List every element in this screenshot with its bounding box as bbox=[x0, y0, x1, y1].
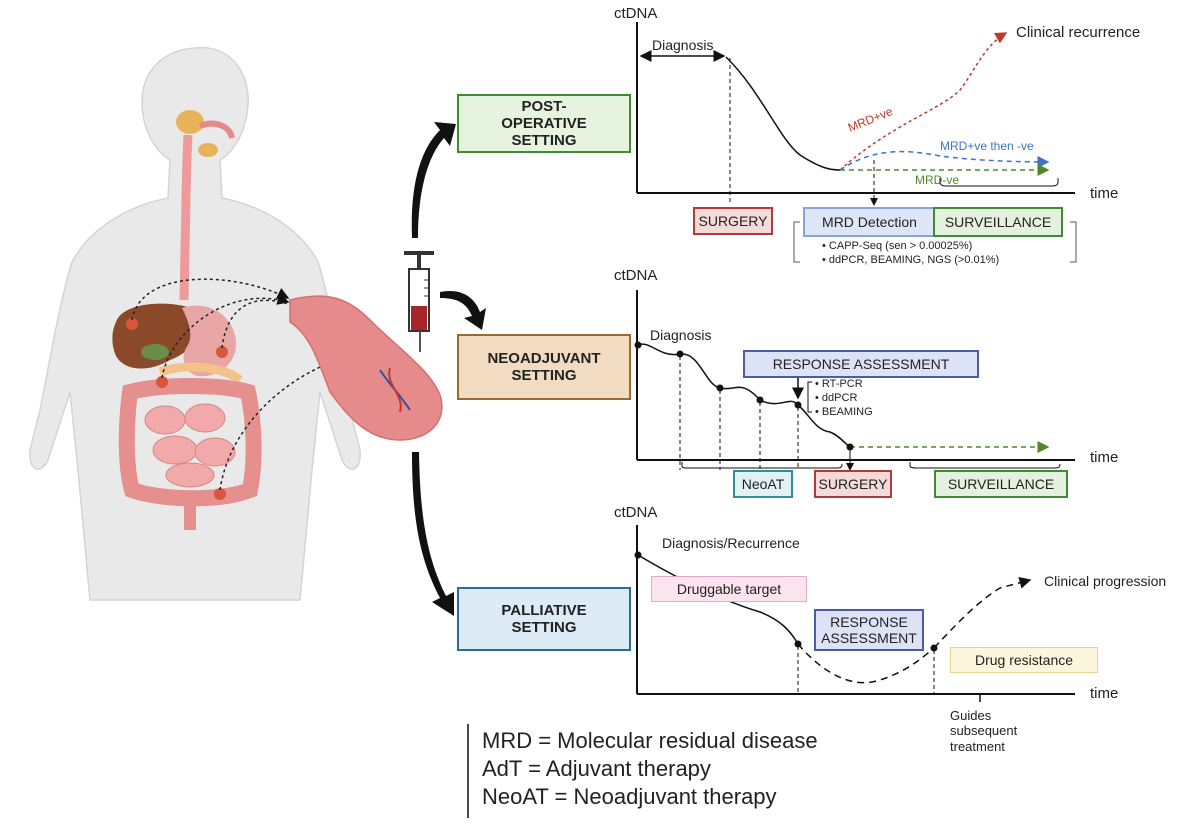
clinical-progression-label: Clinical progression bbox=[1044, 573, 1166, 589]
salivary-gland bbox=[176, 110, 204, 134]
mrd-negative-label: MRD-ve bbox=[915, 173, 959, 187]
method-capp-seq: CAPP-Seq (sen > 0.00025%) bbox=[829, 240, 972, 252]
blood-vessel bbox=[289, 295, 443, 441]
panel3-response-assessment-label: RESPONSE ASSESSMENT bbox=[821, 613, 917, 646]
mrd-positive-label: MRD+ve bbox=[846, 104, 895, 135]
post-operative-setting-box: POST-OPERATIVE SETTING bbox=[457, 94, 631, 153]
neoat-label: NeoAT bbox=[741, 475, 785, 492]
panel2-response-assessment-label: RESPONSE ASSESSMENT bbox=[772, 355, 950, 372]
svg-text:• CAPP-Seq (sen > 0.00025%): • CAPP-Seq (sen > 0.00025%) bbox=[822, 240, 972, 252]
panel3-response-assessment-box: RESPONSE ASSESSMENT bbox=[814, 609, 924, 651]
abbreviation-legend-item-adt: AdT = Adjuvant therapy bbox=[482, 756, 711, 781]
druggable-target-label: Druggable target bbox=[676, 580, 782, 597]
panel1-ctdna-curve bbox=[725, 56, 841, 171]
panel3-ctdna-curve bbox=[637, 554, 799, 645]
stomach bbox=[182, 305, 237, 377]
palliative-setting-label: PALLIATIVE SETTING bbox=[501, 601, 587, 636]
palliative-setting-box: PALLIATIVE SETTING bbox=[457, 587, 631, 651]
panel3-progression-curve bbox=[933, 576, 1032, 649]
panel3-chart: ctDNA time Diagnosis/Recurrence Clinical… bbox=[614, 504, 1166, 702]
svg-text:• ddPCR: • ddPCR bbox=[815, 392, 857, 404]
method-ddpcr-beaming-ngs: ddPCR, BEAMING, NGS (>0.01%) bbox=[829, 254, 999, 266]
panel1-x-label: time bbox=[1090, 185, 1118, 202]
mrd-detection-box: MRD Detection bbox=[803, 207, 936, 237]
drug-resistance-box: Drug resistance bbox=[950, 647, 1098, 673]
panel1-surgery-label: SURGERY bbox=[698, 212, 768, 229]
abbreviation-legend-item-neoat: NeoAT = Neoadjuvant therapy bbox=[482, 784, 777, 809]
abbreviation-legend-item-mrd: MRD = Molecular residual disease bbox=[482, 728, 818, 753]
panel1-chart: ctDNA time Diagnosis MRD+ve MRD+ve then … bbox=[614, 5, 1140, 266]
panel1-surgery-box: SURGERY bbox=[693, 207, 773, 235]
method-ddpcr: ddPCR bbox=[822, 392, 858, 404]
panel3-diagnosis-label: Diagnosis/Recurrence bbox=[662, 535, 800, 551]
panel2-x-label: time bbox=[1090, 449, 1118, 466]
panel1-surveillance-label: SURVEILLANCE bbox=[944, 213, 1052, 230]
human-body-illustration bbox=[29, 46, 380, 601]
mrd-detection-label: MRD Detection bbox=[822, 213, 917, 230]
guides-treatment-label: Guides subsequent treatment bbox=[950, 708, 1018, 754]
method-rt-pcr: RT-PCR bbox=[822, 378, 863, 390]
panel3-x-label: time bbox=[1090, 685, 1118, 702]
neoadjuvant-setting-box: NEOADJUVANT SETTING bbox=[457, 334, 631, 400]
mrd-pos-neg-label: MRD+ve then -ve bbox=[940, 139, 1034, 153]
panel2-chart: ctDNA time Diagnosis • RT-PCR • ddPCR • … bbox=[614, 267, 1118, 471]
colon bbox=[118, 378, 262, 507]
setting-arrows bbox=[411, 122, 486, 616]
panel1-diagnosis-label: Diagnosis bbox=[652, 37, 713, 53]
panel2-surveillance-box: SURVEILLANCE bbox=[934, 470, 1068, 498]
panel1-y-label: ctDNA bbox=[614, 5, 657, 22]
panel2-surgery-box: SURGERY bbox=[814, 470, 892, 498]
panel3-response-curve bbox=[797, 643, 935, 684]
panel2-surgery-label: SURGERY bbox=[818, 475, 888, 492]
arrow-to-post-operative bbox=[411, 122, 456, 238]
arrow-to-palliative bbox=[412, 452, 454, 616]
svg-text:• BEAMING: • BEAMING bbox=[815, 406, 873, 418]
neoat-box: NeoAT bbox=[733, 470, 793, 498]
panel1-mrd-pos-neg-curve bbox=[839, 150, 1050, 171]
panel2-response-assessment-box: RESPONSE ASSESSMENT bbox=[743, 350, 979, 378]
panel2-y-label: ctDNA bbox=[614, 267, 657, 284]
panel2-diagnosis-label: Diagnosis bbox=[650, 327, 711, 343]
panel1-surveillance-box: SURVEILLANCE bbox=[933, 207, 1063, 237]
druggable-target-box: Druggable target bbox=[651, 576, 807, 602]
svg-text:• ddPCR, BEAMING, NGS (>0.01%): • ddPCR, BEAMING, NGS (>0.01%) bbox=[822, 254, 999, 266]
drug-resistance-label: Drug resistance bbox=[974, 651, 1074, 668]
post-operative-setting-label: POST-OPERATIVE SETTING bbox=[501, 97, 587, 150]
dna-fragment-icon bbox=[379, 367, 411, 413]
panel3-y-label: ctDNA bbox=[614, 504, 657, 521]
svg-text:• RT-PCR: • RT-PCR bbox=[815, 378, 863, 390]
panel2-surveillance-label: SURVEILLANCE bbox=[947, 475, 1055, 492]
esophagus bbox=[179, 134, 193, 301]
syringe-icon bbox=[404, 251, 434, 352]
method-beaming: BEAMING bbox=[822, 406, 873, 418]
neoadjuvant-setting-label: NEOADJUVANT SETTING bbox=[487, 349, 601, 384]
clinical-recurrence-label: Clinical recurrence bbox=[1016, 24, 1140, 41]
arrow-to-neoadjuvant bbox=[440, 290, 486, 330]
